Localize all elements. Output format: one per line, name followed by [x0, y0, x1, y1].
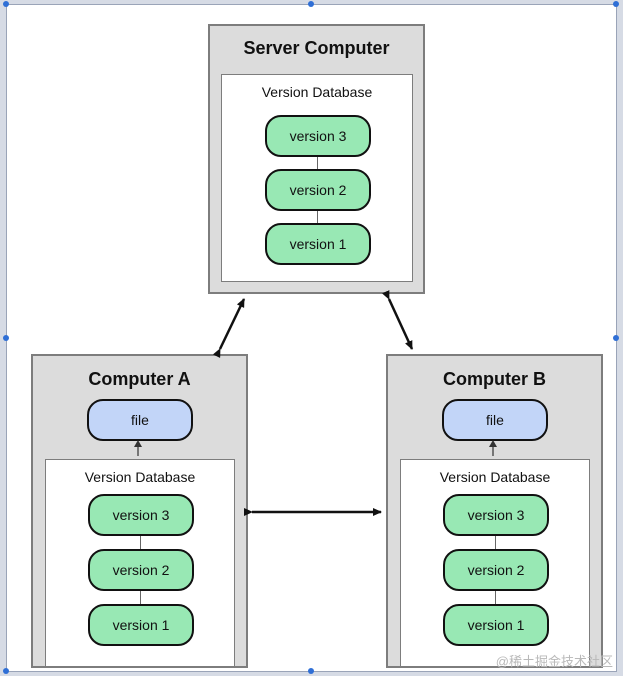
handle-middle-right[interactable] [613, 335, 619, 341]
computer-a-file: file [87, 399, 193, 441]
computer-b-database-label: Version Database [439, 469, 551, 485]
computer-a-checkout-arrow-icon [134, 440, 142, 456]
computer-a-version-3: version 3 [88, 494, 194, 536]
computer-b-title: Computer B [443, 369, 546, 389]
handle-top-left[interactable] [3, 1, 9, 7]
server-version-1: version 1 [265, 223, 371, 265]
watermark: @稀土掘金技术社区 [495, 654, 613, 669]
computer-b-version-database: Version Database version 3 version 2 ver… [400, 459, 590, 667]
handle-top-center[interactable] [308, 1, 314, 7]
computer-a-title: Computer A [88, 369, 191, 389]
server-version-2: version 2 [265, 169, 371, 211]
computer-a-database-label: Version Database [84, 469, 196, 485]
computer-a-version-1: version 1 [88, 604, 194, 646]
server-computer-title: Server Computer [243, 38, 390, 58]
computer-b-version-3: version 3 [443, 494, 549, 536]
computer-b-checkout-arrow-icon [489, 440, 497, 456]
server-version-database: Version Database version 3 version 2 ver… [221, 74, 413, 282]
computer-b-box: Computer B file Version Database version… [386, 354, 603, 668]
server-version-3: version 3 [265, 115, 371, 157]
server-computer-box: Server Computer Version Database version… [208, 24, 425, 294]
computer-a-box: Computer A file Version Database version… [31, 354, 248, 668]
handle-bottom-center[interactable] [308, 668, 314, 674]
handle-bottom-left[interactable] [3, 668, 9, 674]
computer-b-file: file [442, 399, 548, 441]
handle-top-right[interactable] [613, 1, 619, 7]
server-to-computer-b-arrow-icon [382, 290, 414, 350]
computer-a-version-2: version 2 [88, 549, 194, 591]
computer-b-version-1: version 1 [443, 604, 549, 646]
server-database-label: Version Database [261, 84, 373, 100]
computer-b-version-2: version 2 [443, 549, 549, 591]
handle-middle-left[interactable] [3, 335, 9, 341]
server-to-computer-a-arrow-icon [212, 298, 246, 358]
computer-a-version-database: Version Database version 3 version 2 ver… [45, 459, 235, 667]
